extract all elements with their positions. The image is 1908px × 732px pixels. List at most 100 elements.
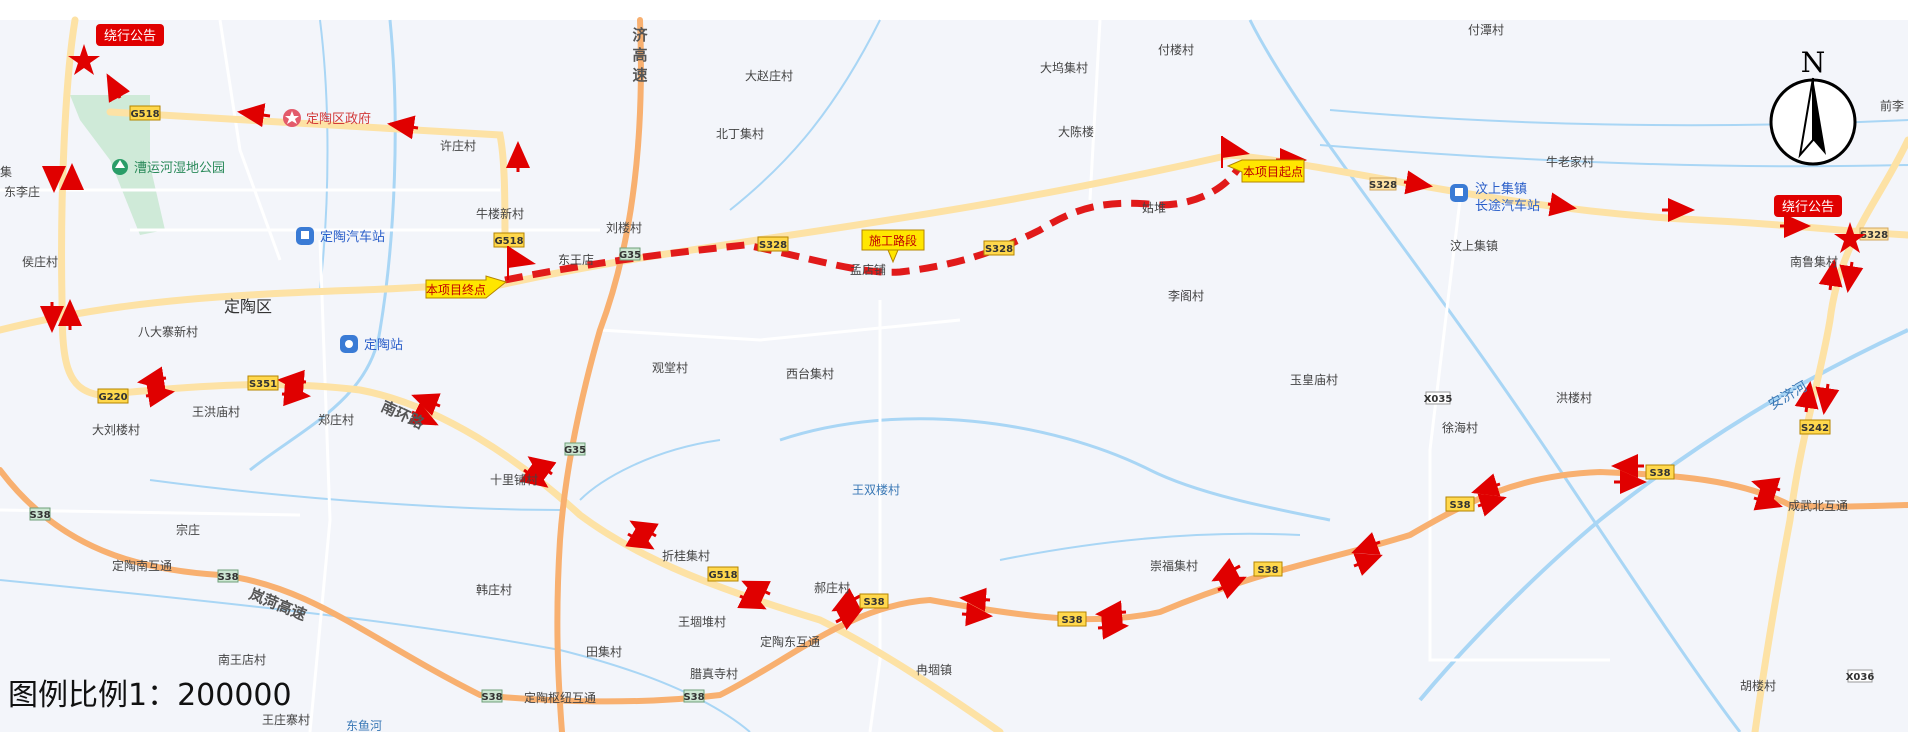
detour-notice-west[interactable]: 绕行公告 bbox=[68, 24, 164, 75]
place-tianji: 田集村 bbox=[586, 644, 622, 659]
svg-text:长途汽车站: 长途汽车站 bbox=[1475, 198, 1540, 214]
poi-park[interactable]: 漕运河湿地公园 bbox=[112, 159, 225, 176]
shield-s38-i: S38 bbox=[683, 689, 705, 703]
svg-text:绕行公告: 绕行公告 bbox=[104, 29, 156, 44]
shield-s38-f: S38 bbox=[29, 507, 51, 521]
svg-text:G518: G518 bbox=[494, 236, 523, 247]
place-zhengzhuang: 郑庄村 bbox=[318, 412, 354, 427]
shield-s38-h: S38 bbox=[481, 689, 503, 703]
shield-x035: X035 bbox=[1424, 391, 1453, 405]
shield-s351: S351 bbox=[247, 375, 279, 391]
place-niulouxin: 牛楼新村 bbox=[476, 206, 524, 221]
place-chongfu: 崇福集村 bbox=[1150, 558, 1198, 573]
svg-text:S328: S328 bbox=[1369, 180, 1397, 191]
shield-s328-b: S328 bbox=[983, 240, 1015, 256]
svg-text:S38: S38 bbox=[29, 510, 50, 521]
svg-text:S38: S38 bbox=[1061, 615, 1082, 626]
svg-text:G35: G35 bbox=[564, 445, 586, 456]
svg-text:高: 高 bbox=[632, 46, 647, 64]
svg-text:施工路段: 施工路段 bbox=[869, 233, 917, 248]
detour-notice-east[interactable]: 绕行公告 bbox=[1774, 195, 1866, 253]
place-nanlu: 南鲁集村 bbox=[1790, 254, 1838, 269]
place-dingnanhu: 定陶南互通 bbox=[112, 558, 172, 573]
svg-text:S38: S38 bbox=[1257, 565, 1278, 576]
place-dingdong: 定陶东互通 bbox=[760, 634, 820, 649]
shield-s38-e: S38 bbox=[1645, 464, 1675, 480]
place-dazhao: 大赵庄村 bbox=[745, 68, 793, 83]
place-zongzhuang: 宗庄 bbox=[176, 522, 200, 537]
shield-s38-c: S38 bbox=[1253, 561, 1283, 577]
place-daichen: 大陈楼 bbox=[1058, 124, 1094, 139]
road-label-jiyu: 济 高 速 bbox=[632, 26, 648, 84]
svg-text:S242: S242 bbox=[1801, 423, 1829, 434]
poi-government[interactable]: 定陶区政府 bbox=[283, 109, 371, 127]
svg-text:S328: S328 bbox=[1860, 230, 1888, 241]
svg-text:汶上集镇: 汶上集镇 bbox=[1475, 181, 1527, 197]
poi-bus-station[interactable]: 定陶汽车站 bbox=[296, 227, 385, 245]
place-dazhuang: 大刘楼村 bbox=[92, 422, 140, 437]
svg-text:S38: S38 bbox=[1649, 468, 1670, 479]
shield-g35-a: G35 bbox=[619, 247, 641, 261]
shield-s242: S242 bbox=[1799, 419, 1831, 435]
star-icon bbox=[1834, 222, 1866, 253]
svg-text:S351: S351 bbox=[249, 379, 277, 390]
shield-s328-a: S328 bbox=[757, 236, 789, 252]
place-wangzhuang: 王庄寨村 bbox=[262, 712, 310, 727]
svg-text:绕行公告: 绕行公告 bbox=[1782, 200, 1834, 215]
svg-text:S38: S38 bbox=[217, 572, 238, 583]
poi-rail-station[interactable]: 定陶站 bbox=[340, 335, 403, 353]
place-xitai: 西台集村 bbox=[786, 366, 834, 381]
shield-s38-g: S38 bbox=[217, 569, 239, 583]
place-xuzhuang: 许庄村 bbox=[440, 138, 476, 153]
place-beiding: 北丁集村 bbox=[716, 126, 764, 141]
svg-text:G35: G35 bbox=[619, 250, 641, 261]
top-border bbox=[0, 0, 1908, 20]
end-point-marker[interactable]: 本项目终点 bbox=[425, 246, 536, 299]
svg-text:定陶站: 定陶站 bbox=[364, 337, 403, 353]
place-fulou: 付楼村 bbox=[1158, 42, 1194, 57]
svg-text:X036: X036 bbox=[1846, 672, 1875, 683]
svg-text:X035: X035 bbox=[1424, 394, 1453, 405]
svg-text:本项目起点: 本项目起点 bbox=[1243, 165, 1303, 179]
water-lines bbox=[0, 19, 1908, 732]
compass-icon: N bbox=[1769, 46, 1857, 166]
place-dongwang: 东王店 bbox=[558, 253, 594, 267]
place-badazhai: 八大寨新村 bbox=[138, 324, 198, 339]
place-dongyu: 东鱼河 bbox=[346, 719, 382, 732]
construction-section bbox=[504, 163, 1244, 284]
place-dingtao: 定陶区 bbox=[224, 297, 272, 316]
start-point-marker[interactable]: 本项目起点 bbox=[1221, 136, 1305, 183]
place-wanghong: 王洪庙村 bbox=[192, 405, 240, 419]
place-xuhai: 徐海村 bbox=[1442, 420, 1478, 435]
place-mengdian: 孟店铺 bbox=[850, 263, 886, 277]
svg-text:S38: S38 bbox=[683, 692, 704, 703]
shield-s328-c: S328 bbox=[1369, 177, 1397, 191]
place-laizhen: 腊真寺村 bbox=[690, 667, 738, 681]
svg-text:S38: S38 bbox=[863, 597, 884, 608]
place-niulaojia: 牛老家村 bbox=[1546, 154, 1594, 169]
place-liange: 李阁村 bbox=[1168, 288, 1204, 303]
shield-g518-south: G518 bbox=[707, 566, 739, 582]
shield-g35-b: G35 bbox=[564, 442, 586, 456]
place-zhegui: 折桂集村 bbox=[662, 548, 710, 563]
place-ji: 集 bbox=[0, 164, 12, 179]
poi-wenshang-bus[interactable]: 汶上集镇 长途汽车站 bbox=[1450, 181, 1540, 214]
place-futan: 付潭村 bbox=[1468, 23, 1504, 37]
place-shilipu: 十里铺村 bbox=[490, 473, 538, 487]
shield-s38-b: S38 bbox=[1057, 611, 1087, 627]
shield-s38-a: S38 bbox=[859, 593, 889, 609]
place-hulou: 胡楼村 bbox=[1740, 678, 1776, 693]
svg-text:速: 速 bbox=[632, 66, 647, 84]
place-labels: 付潭村 大赵庄村 大坞集村 付楼村 大陈楼 许庄村 北丁集村 牛老家村 前李 牛… bbox=[0, 23, 1904, 732]
construction-marker[interactable]: 施工路段 bbox=[861, 229, 925, 264]
shield-g518-mid: G518 bbox=[493, 232, 525, 248]
svg-text:本项目终点: 本项目终点 bbox=[426, 282, 486, 297]
place-guantang: 观堂村 bbox=[652, 361, 688, 375]
svg-text:定陶汽车站: 定陶汽车站 bbox=[320, 229, 385, 245]
place-haozhuang: 郝庄村 bbox=[814, 580, 850, 595]
flag-icon bbox=[508, 246, 536, 268]
flag-icon bbox=[1222, 136, 1250, 158]
compass-north-label: N bbox=[1801, 46, 1826, 79]
place-liulou: 刘楼村 bbox=[606, 220, 642, 235]
